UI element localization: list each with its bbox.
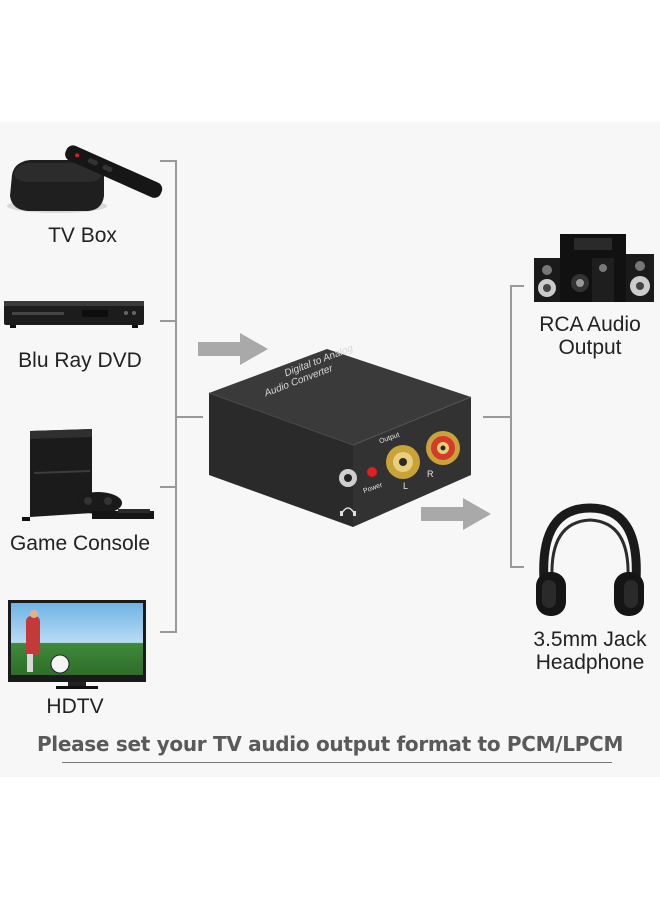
input-arrow-icon [198, 333, 268, 365]
tv-box-item: TV Box [0, 140, 170, 250]
headphone-label-line1: 3.5mm Jack [533, 628, 647, 651]
headphone-label-line2: Headphone [535, 651, 645, 674]
hdtv-item: HDTV [0, 598, 170, 723]
tv-box-icon [7, 145, 163, 213]
footer-divider [62, 762, 612, 763]
game-console-item: Game Console [0, 425, 170, 560]
right-channel-label: R [427, 469, 434, 479]
speakers-icon [534, 234, 654, 302]
hdtv-label: HDTV [46, 695, 104, 718]
rca-output-label-line2: Output [558, 336, 622, 359]
bluray-item: Blu Ray DVD [0, 295, 170, 375]
hdtv-icon [8, 600, 146, 689]
rca-output-label-line1: RCA Audio [539, 313, 641, 336]
headphone-output-item: 3.5mm Jack Headphone [522, 500, 660, 680]
bluray-label: Blu Ray DVD [18, 349, 142, 372]
headphones-icon [536, 503, 644, 616]
converter-device: Digital to Analog Audio Converter Output… [205, 343, 475, 535]
game-console-icon [22, 429, 154, 521]
converter-box-icon [208, 349, 472, 527]
footer-note: Please set your TV audio output format t… [36, 732, 624, 756]
bluray-player-icon [4, 301, 144, 328]
left-channel-label: L [403, 481, 409, 491]
tv-box-label: TV Box [48, 224, 117, 247]
game-console-label: Game Console [9, 532, 151, 555]
output-arrow-icon [421, 498, 491, 530]
rca-output-item: RCA Audio Output [522, 228, 660, 363]
